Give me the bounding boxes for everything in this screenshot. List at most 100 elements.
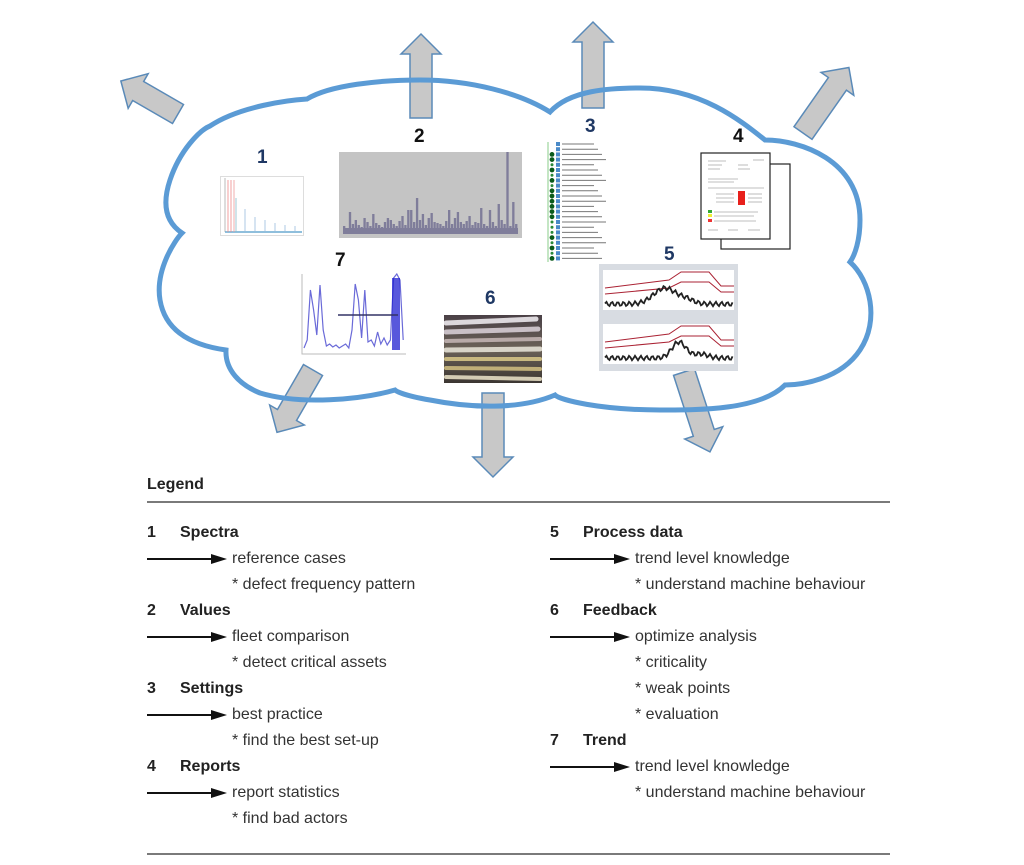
legend-title: Legend bbox=[147, 476, 204, 493]
cloud-diagram: 1 2 3 4 5 6 7 bbox=[119, 20, 874, 479]
values-bar bbox=[354, 220, 357, 234]
values-bar bbox=[488, 210, 492, 234]
settings-status-dot bbox=[550, 251, 554, 255]
legend-item-detail: * detect critical assets bbox=[147, 650, 415, 676]
settings-thumbnail bbox=[544, 140, 624, 264]
settings-node-icon bbox=[556, 142, 560, 146]
legend-item-detail: * understand machine behaviour bbox=[550, 780, 865, 806]
legend-detail-text: * understand machine behaviour bbox=[635, 784, 866, 801]
legend-detail-text: * weak points bbox=[635, 680, 731, 697]
spectrum-plot-image bbox=[220, 176, 304, 236]
legend-result-text: reference cases bbox=[232, 550, 346, 567]
legend-item-title: Trend bbox=[583, 732, 627, 749]
settings-node-icon bbox=[556, 178, 560, 183]
label-1: 1 bbox=[257, 147, 268, 168]
legend-detail-text: * evaluation bbox=[635, 706, 719, 723]
legend-item-result: fleet comparison bbox=[147, 624, 415, 650]
values-bar bbox=[427, 218, 430, 234]
legend-top-divider bbox=[147, 501, 890, 503]
settings-status-dot bbox=[550, 173, 554, 177]
label-3: 3 bbox=[585, 116, 596, 137]
settings-node-icon bbox=[556, 209, 560, 214]
legend-item-number: 5 bbox=[550, 524, 559, 541]
process-limit-line bbox=[604, 271, 734, 289]
legend-item-number: 7 bbox=[550, 732, 559, 749]
arrow-right-icon bbox=[550, 554, 635, 564]
values-bar bbox=[421, 214, 425, 234]
settings-status-dot bbox=[549, 157, 555, 162]
settings-node-icon bbox=[556, 173, 560, 178]
trend-plot-image bbox=[301, 272, 406, 355]
trend-thumbnail bbox=[296, 270, 408, 360]
settings-node-icon bbox=[556, 240, 560, 245]
result-arrow-icon bbox=[550, 632, 630, 642]
result-arrow-icon bbox=[550, 554, 630, 564]
settings-node-icon bbox=[556, 256, 560, 261]
legend-bottom-divider bbox=[147, 853, 890, 855]
arrow-right-icon bbox=[550, 762, 635, 772]
settings-node-icon bbox=[556, 246, 560, 250]
spectrum-thumbnail bbox=[220, 176, 304, 236]
legend-item-detail: * find the best set-up bbox=[147, 728, 415, 754]
settings-status-dot bbox=[549, 178, 555, 183]
values-bar bbox=[465, 221, 468, 234]
legend-detail-text: * understand machine behaviour bbox=[635, 576, 866, 593]
settings-status-dot bbox=[549, 214, 555, 220]
arrow-up-left-icon bbox=[119, 72, 185, 125]
legend-item-result: reference cases bbox=[147, 546, 415, 572]
values-bar bbox=[407, 210, 410, 234]
values-bar bbox=[497, 204, 500, 234]
label-4: 4 bbox=[733, 126, 744, 147]
label-6: 6 bbox=[485, 288, 496, 309]
legend-item-number: 2 bbox=[147, 602, 156, 619]
legend-item-title: Feedback bbox=[583, 602, 657, 619]
settings-status-dot bbox=[550, 142, 554, 146]
legend-item-detail: * defect frequency pattern bbox=[147, 572, 415, 598]
legend-item-title: Spectra bbox=[180, 524, 239, 541]
settings-status-dot bbox=[549, 152, 555, 157]
values-bar bbox=[410, 210, 413, 234]
legend-item-detail: * understand machine behaviour bbox=[550, 572, 865, 598]
result-arrow-icon bbox=[147, 554, 227, 564]
trend-dense-region bbox=[392, 278, 400, 350]
legend-item-result: trend level knowledge bbox=[550, 546, 865, 572]
settings-status-dot bbox=[550, 147, 554, 151]
legend-item-number: 6 bbox=[550, 602, 559, 619]
legend-item-title: Reports bbox=[180, 758, 241, 775]
label-7: 7 bbox=[335, 250, 346, 271]
values-bar bbox=[418, 220, 422, 234]
legend-item-detail: * criticality bbox=[550, 650, 865, 676]
legend-detail-text: * find bad actors bbox=[232, 810, 348, 827]
settings-node-icon bbox=[556, 225, 560, 230]
gear-photo-image bbox=[444, 315, 542, 383]
values-bar bbox=[430, 213, 433, 234]
values-bar bbox=[500, 220, 503, 234]
values-bar bbox=[480, 208, 483, 234]
settings-node-icon bbox=[556, 251, 560, 256]
settings-status-dot bbox=[549, 235, 555, 240]
legend-result-text: trend level knowledge bbox=[635, 758, 790, 775]
values-bar bbox=[398, 221, 401, 234]
result-arrow-icon bbox=[550, 762, 630, 772]
values-bar bbox=[389, 220, 392, 234]
settings-node-icon bbox=[556, 183, 560, 188]
settings-status-dot bbox=[549, 245, 555, 251]
settings-node-icon bbox=[556, 162, 560, 167]
legend-result-text: best practice bbox=[232, 706, 323, 723]
values-bar bbox=[453, 218, 457, 234]
values-bar bbox=[506, 152, 509, 234]
result-arrow-icon bbox=[147, 788, 227, 798]
values-bar bbox=[468, 216, 471, 234]
values-bar bbox=[363, 218, 366, 234]
settings-node-icon bbox=[556, 235, 560, 240]
legend-item-detail: * find bad actors bbox=[147, 806, 415, 832]
settings-status-dot bbox=[549, 204, 555, 209]
process-data-thumbnail bbox=[599, 264, 738, 371]
settings-node-icon bbox=[556, 157, 560, 162]
